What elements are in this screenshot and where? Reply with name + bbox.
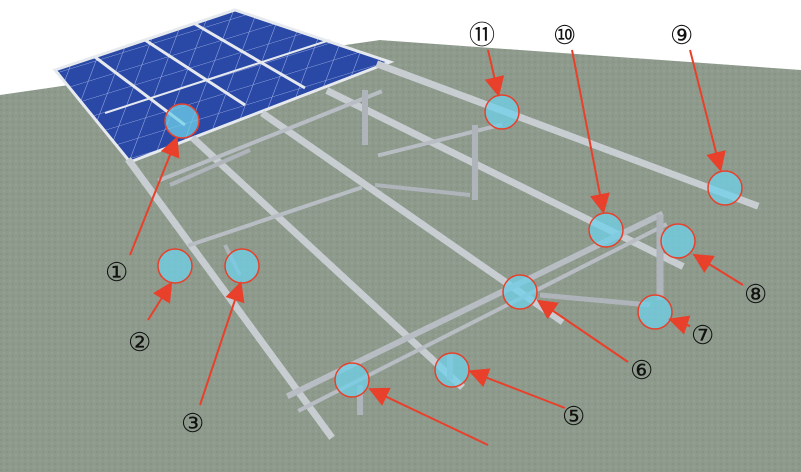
marker-4 <box>334 362 370 398</box>
callout-labels: ① ② ③ ⑤ ⑥ ⑦ ⑧ ⑨ ⑩ ⑪ <box>105 21 767 439</box>
callout-arrows <box>129 49 744 446</box>
marker-11 <box>484 94 520 130</box>
marker-9 <box>707 170 743 206</box>
callout-label-7: ⑦ <box>691 321 714 351</box>
marker-3 <box>224 248 260 284</box>
callout-label-2: ② <box>128 328 151 358</box>
callout-label-9: ⑨ <box>670 21 693 51</box>
callout-label-1: ① <box>105 258 128 288</box>
callout-label-8: ⑧ <box>744 280 767 310</box>
marker-6 <box>502 274 538 310</box>
marker-5 <box>434 352 470 388</box>
marker-7 <box>637 294 673 330</box>
marker-10 <box>588 212 624 248</box>
marker-1 <box>164 103 200 139</box>
callout-label-6: ⑥ <box>630 356 653 386</box>
callout-markers <box>157 94 743 398</box>
callout-label-10: ⑩ <box>553 21 576 51</box>
marker-2 <box>157 248 193 284</box>
solar-panel-array <box>52 8 395 164</box>
callout-label-11: ⑪ <box>469 21 495 51</box>
marker-8 <box>660 223 696 259</box>
callout-label-3: ③ <box>181 409 204 439</box>
callout-label-5: ⑤ <box>562 402 585 432</box>
